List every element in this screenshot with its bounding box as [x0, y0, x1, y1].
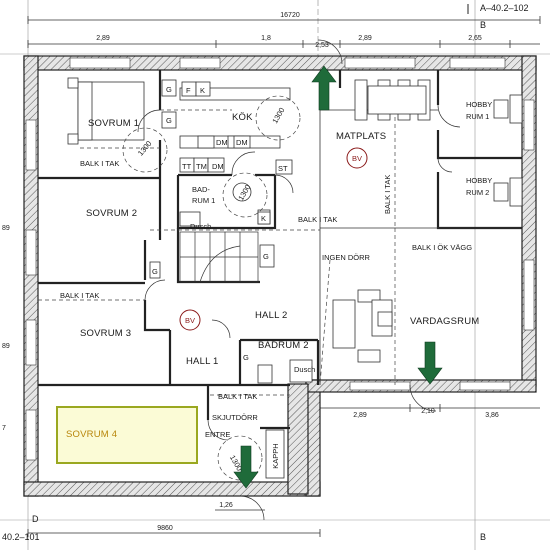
fixture-g-5: G	[243, 353, 249, 362]
room-hall-1: HALL 1	[186, 356, 219, 367]
fixture-g-4: G	[152, 267, 158, 276]
entry-arrows	[233, 65, 443, 489]
room-sovrum-3: SOVRUM 3	[80, 328, 131, 339]
dim-left-b: 89	[2, 343, 10, 350]
dim-left-a: 89	[2, 225, 10, 232]
room-hobby-2-b: RUM 2	[466, 188, 489, 197]
room-labels: SOVRUM 1 SOVRUM 2 SOVRUM 3 SOVRUM 4 KÖK …	[66, 100, 492, 469]
dim-top-1: 2,89	[96, 35, 110, 42]
note-balk-tak-5: BALK I TAK	[218, 392, 257, 401]
dim-top-4: 2,89	[358, 35, 372, 42]
bv-label-1: BV	[352, 154, 362, 163]
room-badrum-2: BADRUM 2	[258, 340, 309, 351]
fixture-dm-3: DM	[212, 162, 224, 171]
dim-top-total: 16720	[280, 12, 300, 19]
room-kok: KÖK	[232, 112, 253, 123]
dim-mid-3: 3,86	[485, 412, 499, 419]
fixture-tm: TM	[196, 162, 207, 171]
note-balk-tak-1: BALK I TAK	[80, 159, 119, 168]
dim-bottom-1: 1,26	[219, 502, 233, 509]
room-hobby-1-b: RUM 1	[466, 112, 489, 121]
fixture-dm-1: DM	[216, 138, 228, 147]
fixture-dm-2: DM	[236, 138, 248, 147]
room-matplats: MATPLATS	[336, 131, 386, 142]
dim-mid-1: 2,89	[353, 412, 367, 419]
room-sovrum-1: SOVRUM 1	[88, 118, 139, 129]
dim-left-c: 7	[2, 425, 6, 432]
note-balk-tak-2: BALK I TAK	[60, 291, 99, 300]
axis-bottom-left: 40.2–101	[2, 532, 40, 542]
bv-label-2: BV	[185, 316, 195, 325]
dim-mid-2: 2,10	[421, 408, 435, 415]
door-swing-label-1: 1300	[270, 106, 286, 125]
axis-b-bottom: B	[480, 532, 486, 542]
plan-notes: BALK I TAK BALK I TAK BALK I TAK BALK I …	[60, 159, 472, 422]
fixture-f: F	[186, 86, 191, 95]
sovrum-4-highlight[interactable]	[56, 406, 198, 464]
dim-bottom-total: 9860	[157, 525, 173, 532]
fixture-st: ST	[278, 164, 288, 173]
dim-top-3: 2,53	[315, 42, 329, 49]
room-vardagsrum: VARDAGSRUM	[410, 316, 479, 327]
note-balk-ok-vagg: BALK I ÖK VÄGG	[412, 243, 472, 252]
fixture-g-1: G	[166, 85, 172, 94]
axis-d: D	[32, 514, 39, 524]
fixture-tt: TT	[182, 162, 192, 171]
beam-lines	[38, 109, 396, 396]
note-balk-tak-4: BALK I TAK	[383, 175, 392, 214]
room-sovrum-2: SOVRUM 2	[86, 208, 137, 219]
note-skjutdorr: SKJUTDÖRR	[212, 413, 258, 422]
room-kapph: KAPPH	[271, 443, 280, 468]
arrow-up-icon	[311, 65, 337, 111]
fixture-g-3: G	[263, 252, 269, 261]
axis-markers: A–40.2–102 B B 40.2–101 D	[2, 3, 529, 542]
bv-markers: BV BV	[179, 147, 368, 331]
room-entre: ENTRE	[205, 430, 230, 439]
dim-top-2: 1,8	[261, 35, 271, 42]
door-swings	[137, 39, 461, 521]
dimension-labels: 16720 2,89 1,8 2,53 2,89 2,65 9860 1,26 …	[2, 12, 499, 532]
room-hobby-1-a: HOBBY	[466, 100, 492, 109]
note-dusch-2: Dusch	[294, 365, 315, 374]
fixture-g-2: G	[166, 116, 172, 125]
fixture-k-small: K	[261, 214, 266, 223]
room-hobby-2-a: HOBBY	[466, 176, 492, 185]
room-badrum-1-a: BAD-	[192, 185, 210, 194]
axis-b-top: B	[480, 20, 486, 30]
note-dusch-1: Dusch	[190, 222, 211, 231]
dim-top-5: 2,65	[468, 35, 482, 42]
windows	[25, 57, 535, 461]
arrow-down-entrance-icon	[233, 445, 259, 489]
room-sovrum-4: SOVRUM 4	[66, 429, 117, 440]
fixture-labels: G F K G DM DM TT TM DM ST K G G G	[152, 81, 293, 362]
fixture-k: K	[200, 86, 205, 95]
room-hall-2: HALL 2	[255, 310, 288, 321]
arrow-down-icon	[417, 341, 443, 385]
note-balk-tak-3: BALK I TAK	[298, 215, 337, 224]
note-ingen-dorr: INGEN DÖRR	[322, 253, 371, 262]
dimension-lines	[27, 16, 541, 537]
room-badrum-1-b: RUM 1	[192, 196, 215, 205]
axis-a-label: A–40.2–102	[480, 3, 529, 13]
